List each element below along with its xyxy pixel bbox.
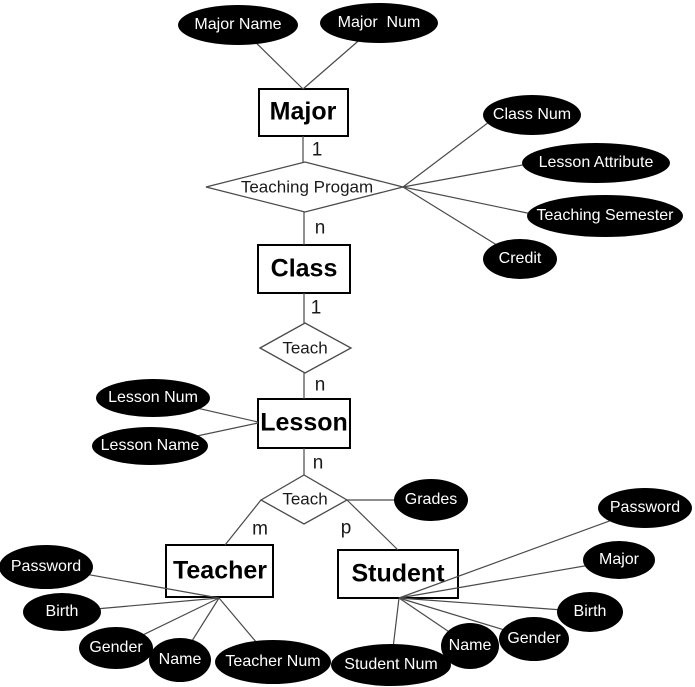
attribute-ellipse-teacher-password — [0, 545, 93, 589]
attribute-ellipse-class-num — [483, 95, 581, 135]
relationship-diamond-teach-class-lesson — [258, 322, 353, 374]
edge-tp-lesson-attribute — [402, 163, 529, 188]
attribute-ellipse-teacher-gender — [79, 627, 153, 669]
attribute-ellipse-teacher-birth — [23, 593, 101, 631]
attribute-ellipse-teacher-num — [215, 640, 331, 684]
entity-box-class — [257, 244, 351, 294]
attribute-ellipse-lesson-name — [92, 427, 208, 465]
attribute-ellipse-student-birth — [557, 592, 623, 632]
edge-tp-credit — [402, 186, 501, 248]
entity-box-lesson — [257, 398, 351, 449]
attribute-shapes — [0, 3, 692, 686]
edge-student-password — [398, 507, 646, 599]
attribute-ellipse-lesson-attribute — [522, 143, 670, 183]
attribute-ellipse-grades — [394, 479, 468, 521]
attribute-ellipse-credit — [483, 239, 557, 279]
attribute-ellipse-student-num — [331, 644, 451, 686]
attribute-ellipse-student-password — [598, 488, 692, 528]
entity-box-student — [337, 549, 459, 599]
attribute-ellipse-student-name — [441, 623, 499, 669]
attribute-ellipse-major-num — [320, 3, 438, 43]
attribute-ellipse-major-name — [178, 5, 298, 45]
relationship-diamond-teach-teacher-student — [259, 474, 349, 525]
edge-teach2-teacher — [224, 499, 262, 546]
attribute-ellipse-student-major — [583, 541, 655, 579]
relationship-diamond-teaching-progam — [205, 161, 404, 213]
attribute-ellipse-teaching-semester — [527, 195, 683, 237]
edge-student-major — [398, 559, 620, 599]
attribute-ellipse-lesson-num — [96, 379, 210, 417]
attribute-ellipse-student-gender — [499, 617, 569, 661]
entity-box-major — [258, 88, 349, 137]
edge-teach2-student — [346, 499, 399, 551]
entity-box-teacher — [165, 544, 274, 598]
edge-tp-teaching-semester — [402, 186, 533, 215]
attribute-ellipse-teacher-name — [149, 638, 211, 682]
edge-tp-class-num — [402, 121, 490, 188]
